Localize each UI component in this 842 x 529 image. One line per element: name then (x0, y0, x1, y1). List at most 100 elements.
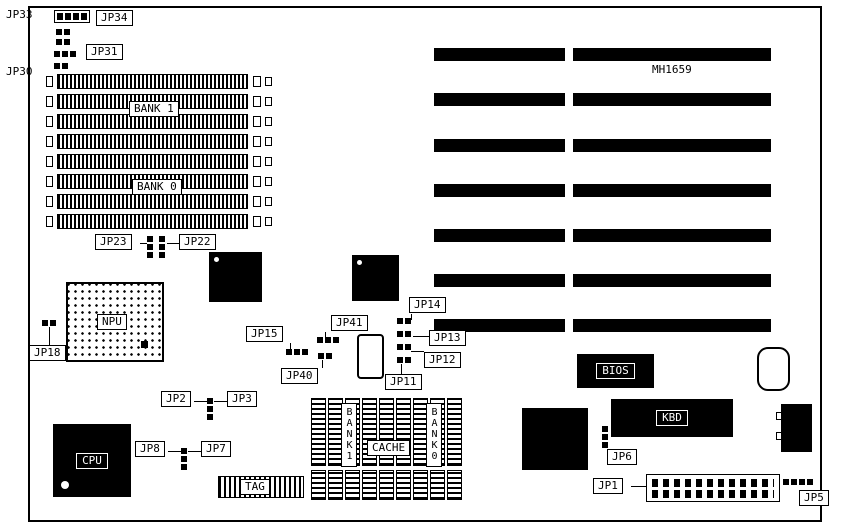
label-jp3: JP3 (227, 391, 257, 407)
jp15-leader-line (290, 343, 291, 350)
isa-slot-7-left (434, 319, 565, 332)
jp11-jumper-pins (397, 357, 411, 363)
label-kbd: KBD (656, 410, 688, 426)
isa-slot-1-right (573, 48, 771, 61)
jp30-jumper-pins (54, 63, 68, 69)
jp23-leader-line (140, 243, 147, 244)
label-part-number: MH1659 (652, 63, 692, 76)
label-jp41: JP41 (331, 315, 368, 331)
isa-slot-5-left (434, 229, 565, 242)
label-jp7: JP7 (201, 441, 231, 457)
cache-chip (413, 470, 428, 500)
qfp-chip-1 (209, 252, 262, 302)
jp1-pin-row-2 (652, 490, 774, 498)
jp18-leader-line (49, 327, 50, 345)
jp13-leader-line (413, 336, 429, 337)
qfp-chip-3 (522, 408, 588, 470)
jp40-leader-line (322, 360, 323, 368)
label-jp13: JP13 (429, 330, 466, 346)
cache-chip (379, 470, 394, 500)
isa-slot-1-left (434, 48, 565, 61)
kbd-chip: KBD (611, 399, 733, 437)
label-cache: CACHE (367, 440, 411, 456)
oscillator-outline (357, 334, 384, 379)
jp22-leader-line (167, 243, 179, 244)
jumper-pins-b (56, 39, 70, 45)
cache-chip (362, 470, 377, 500)
jp1-header-connector (646, 474, 780, 502)
isa-slot-6-left (434, 274, 565, 287)
jp12-leader-line (411, 351, 424, 352)
jp5-jumper-pins (783, 479, 813, 485)
simm-socket-1 (44, 73, 274, 90)
label-jp8: JP8 (135, 441, 165, 457)
jp31-jumper-pins (54, 51, 76, 57)
label-jp31: JP31 (86, 44, 123, 60)
simm-socket-4 (44, 133, 274, 150)
isa-slot-2-right (573, 93, 771, 106)
label-jp33: JP33 (6, 8, 33, 21)
cache-chip (447, 398, 462, 466)
jp41-leader-line (325, 332, 326, 338)
label-jp6: JP6 (607, 449, 637, 465)
jp18-jumper-pins (42, 320, 56, 326)
label-jp11: JP11 (385, 374, 422, 390)
board-outline (28, 6, 822, 522)
cpu-socket: CPU (53, 424, 131, 497)
isa-slot-6-right (573, 274, 771, 287)
simm-socket-5 (44, 153, 274, 170)
jp33-jumper-block (54, 10, 90, 23)
cache-chip (328, 470, 343, 500)
jp13-jumper-pins (397, 331, 411, 337)
jp2-jp3-jumper-pins (207, 398, 213, 420)
jp7-leader-line (188, 451, 201, 452)
cache-chip (396, 470, 411, 500)
simm-socket-8 (44, 213, 274, 230)
isa-slot-3-right (573, 139, 771, 152)
label-jp14: JP14 (409, 297, 446, 313)
label-jp2: JP2 (161, 391, 191, 407)
jp14-jumper-pins (397, 318, 411, 324)
keyboard-connector (776, 404, 812, 452)
connector-notch-1 (776, 412, 782, 420)
jp1-pin-row-1 (652, 479, 774, 487)
connector-notch-2 (776, 432, 782, 440)
jp15-jumper-pins (286, 349, 308, 355)
jp41-jumper-pins (317, 337, 339, 343)
label-jp40: JP40 (281, 368, 318, 384)
isa-slot-4-left (434, 184, 565, 197)
isa-slot-2-left (434, 93, 565, 106)
cache-chip (311, 398, 326, 466)
label-tag: TAG (240, 479, 270, 495)
cache-chip (430, 470, 445, 500)
isa-slot-7-right (573, 319, 771, 332)
jp1-leader-line (631, 486, 646, 487)
jp2-leader-line (194, 401, 207, 402)
jp8-jp7-jumper-pins (181, 448, 187, 470)
isa-slot-4-right (573, 184, 771, 197)
jp22-jumper-pins (159, 236, 165, 258)
label-jp30: JP30 (6, 65, 33, 78)
jp11-leader-line (401, 364, 402, 374)
label-jp18: JP18 (29, 345, 66, 361)
label-simm-bank0: BANK 0 (132, 179, 182, 195)
label-jp34: JP34 (96, 10, 133, 26)
simm-socket-7 (44, 193, 274, 210)
label-cache-bank1: BANK1 (341, 403, 357, 467)
label-jp22: JP22 (179, 234, 216, 250)
jp12-jumper-pins (397, 344, 411, 350)
npu-socket: NPU (66, 282, 164, 362)
bios-chip: BIOS (577, 354, 654, 388)
npu-pin1-key (141, 341, 148, 348)
jumper-pins-a (56, 29, 70, 35)
jp23-jumper-pins (147, 236, 153, 258)
jp14-leader-line (411, 314, 412, 320)
cache-chip (311, 470, 326, 500)
cache-chip (447, 470, 462, 500)
label-bios: BIOS (596, 363, 635, 379)
label-cpu: CPU (76, 452, 108, 469)
isa-slot-5-right (573, 229, 771, 242)
label-simm-bank1: BANK 1 (129, 101, 179, 117)
label-jp15: JP15 (246, 326, 283, 342)
